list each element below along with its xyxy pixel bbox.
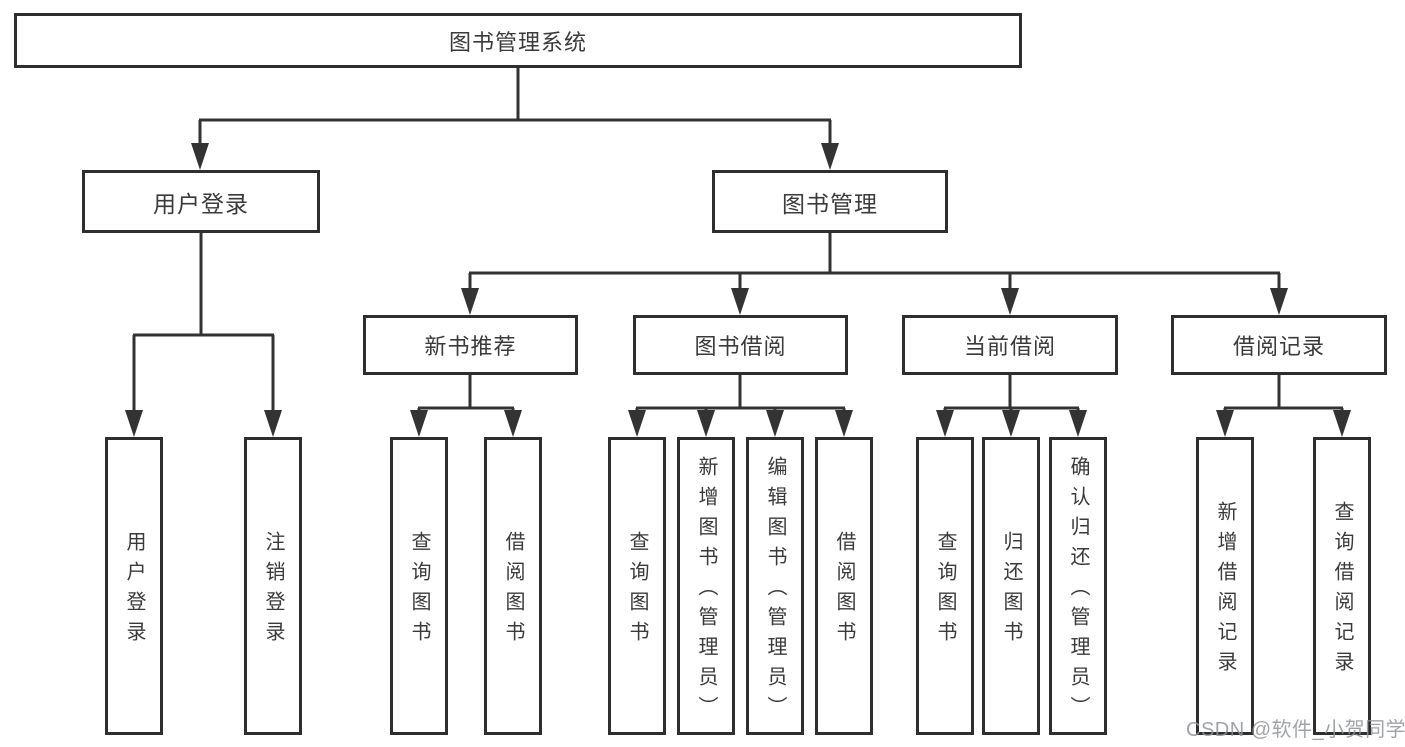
node-book-management: 图书管理 <box>712 170 948 233</box>
node-borrow-records: 借阅记录 <box>1171 315 1387 375</box>
leaf-user-login: 用户登录 <box>105 437 163 735</box>
leaf-current-query-books: 查询图书 <box>916 437 974 735</box>
node-current-borrow: 当前借阅 <box>902 315 1118 375</box>
leaf-borrow-borrow-books: 借阅图书 <box>815 437 873 735</box>
leaf-records-add-record: 新增借阅记录 <box>1196 437 1254 735</box>
watermark: CSDN @软件_小贺同学 <box>1186 719 1405 741</box>
leaf-logout: 注销登录 <box>244 437 302 735</box>
node-new-book-recommend: 新书推荐 <box>363 315 578 375</box>
leaf-current-return-books: 归还图书 <box>982 437 1040 735</box>
leaf-borrow-add-books-admin: 新增图书（管理员） <box>677 437 735 735</box>
leaf-records-query-record: 查询借阅记录 <box>1313 437 1371 735</box>
leaf-borrow-query-books: 查询图书 <box>608 437 666 735</box>
leaf-borrow-edit-books-admin: 编辑图书（管理员） <box>746 437 804 735</box>
leaf-newbooks-borrow-books: 借阅图书 <box>484 437 542 735</box>
node-book-borrow: 图书借阅 <box>633 315 848 375</box>
leaf-newbooks-query-books: 查询图书 <box>390 437 448 735</box>
node-user-login: 用户登录 <box>82 170 320 233</box>
leaf-current-confirm-return-admin: 确认归还（管理员） <box>1049 437 1107 735</box>
node-library-system: 图书管理系统 <box>14 13 1022 68</box>
